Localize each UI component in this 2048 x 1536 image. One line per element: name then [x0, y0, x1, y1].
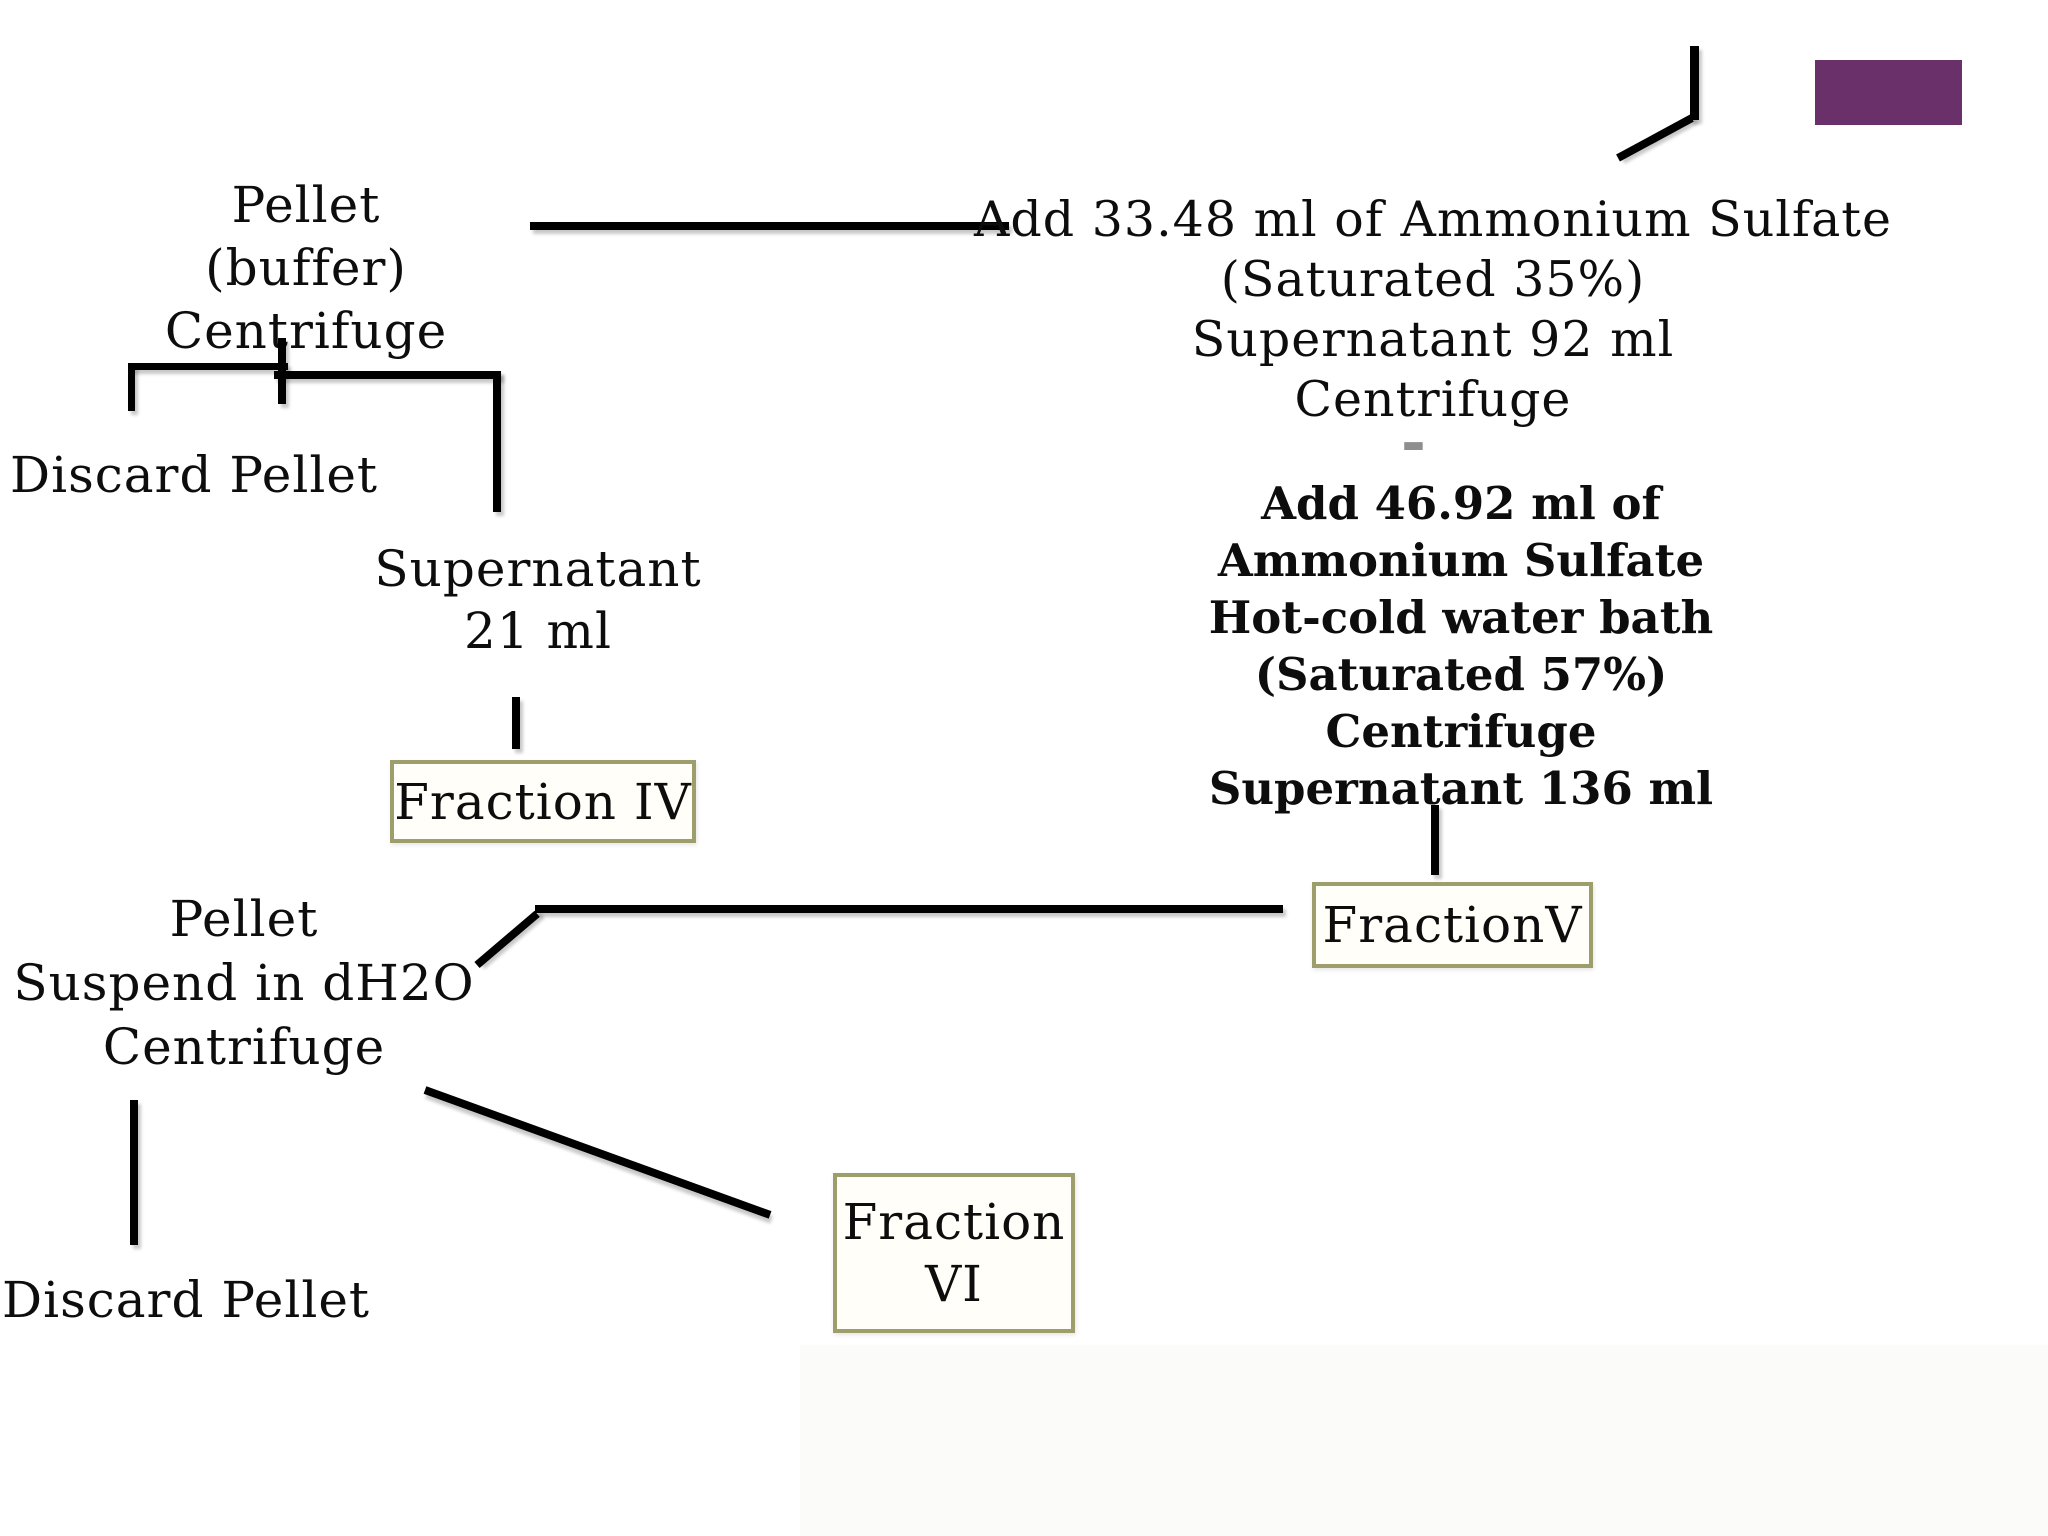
accent-rectangle — [1815, 60, 1962, 125]
step-pellet-dh2o-text: Pellet Suspend in dH2O Centrifuge — [13, 887, 474, 1079]
step-pellet-buffer-line: Centrifuge — [164, 302, 448, 360]
connector-step57-to-fraction-v — [1431, 805, 1439, 875]
discard-pellet-bottom-label: Discard Pellet — [1, 1271, 371, 1329]
connector-pellet-to-step35 — [530, 222, 1009, 230]
background-band — [800, 1345, 2048, 1536]
step-pellet-dh2o-line: Centrifuge — [102, 1018, 386, 1076]
discard-pellet-bottom-text: Discard Pellet — [2, 1269, 370, 1332]
step-ammonium-35-line: Add 33.48 ml of Ammonium Sulfate — [974, 191, 1892, 248]
step-ammonium-57-line: Hot-cold water bath — [1208, 591, 1714, 644]
fraction-v-label: FractionV — [1322, 896, 1583, 954]
fraction-vi-line: VI — [925, 1255, 983, 1313]
fraction-iv-box: Fraction IV — [390, 760, 696, 843]
step-ammonium-57-line: Ammonium Sulfate — [1217, 534, 1705, 587]
discard-pellet-top-text: Discard Pellet — [10, 444, 378, 507]
step-ammonium-35-line: (Saturated 35%) — [1220, 251, 1646, 308]
fraction-iv-label: Fraction IV — [394, 772, 692, 831]
step-ammonium-35-line: Supernatant 92 ml — [1191, 311, 1675, 368]
connector-centrifuge-to-fraction-vi — [423, 1086, 772, 1219]
supernatant-21-line: 21 ml — [464, 602, 612, 660]
step-ammonium-57-line: Add 46.92 ml of — [1261, 477, 1661, 530]
connector-fraction-v-to-pellet — [535, 905, 1283, 913]
step-pellet-buffer-line: (buffer) — [205, 239, 407, 297]
connector-split-left — [128, 363, 288, 370]
step-ammonium-35-line: Centrifuge — [1294, 371, 1572, 428]
separator-dash: - — [1401, 407, 1426, 477]
step-ammonium-57-text: Add 46.92 ml of Ammonium Sulfate Hot-col… — [1209, 475, 1713, 817]
step-ammonium-57-line: (Saturated 57%) — [1254, 648, 1668, 701]
connector-top-right-vertical — [1690, 46, 1699, 120]
step-pellet-buffer-text: Pellet (buffer) Centrifuge — [165, 174, 447, 363]
step-pellet-dh2o-line: Pellet — [169, 890, 319, 948]
step-ammonium-57-line: Supernatant 136 ml — [1208, 762, 1714, 815]
connector-supernatant-to-fraction-iv — [512, 697, 520, 749]
step-ammonium-57-line: Centrifuge — [1325, 705, 1597, 758]
fraction-v-box: FractionV — [1312, 882, 1593, 968]
supernatant-21-text: Supernatant 21 ml — [374, 538, 701, 662]
connector-supernatant-drop — [493, 371, 501, 512]
connector-discard-stub — [128, 365, 135, 411]
connector-top-right-diagonal — [1616, 114, 1694, 162]
step-pellet-buffer-line: Pellet — [231, 176, 381, 234]
step-pellet-dh2o-line: Suspend in dH2O — [13, 954, 475, 1012]
connector-split-right — [274, 371, 501, 379]
discard-pellet-top-label: Discard Pellet — [9, 446, 379, 504]
supernatant-21-line: Supernatant — [374, 540, 702, 598]
step-ammonium-35-text: Add 33.48 ml of Ammonium Sulfate (Satura… — [974, 190, 1892, 430]
connector-pellet-elbow — [474, 910, 540, 969]
connector-pellet-dh2o-discard — [130, 1100, 138, 1245]
fraction-vi-line: Fraction — [842, 1193, 1066, 1251]
fraction-vi-box: Fraction VI — [833, 1173, 1075, 1333]
